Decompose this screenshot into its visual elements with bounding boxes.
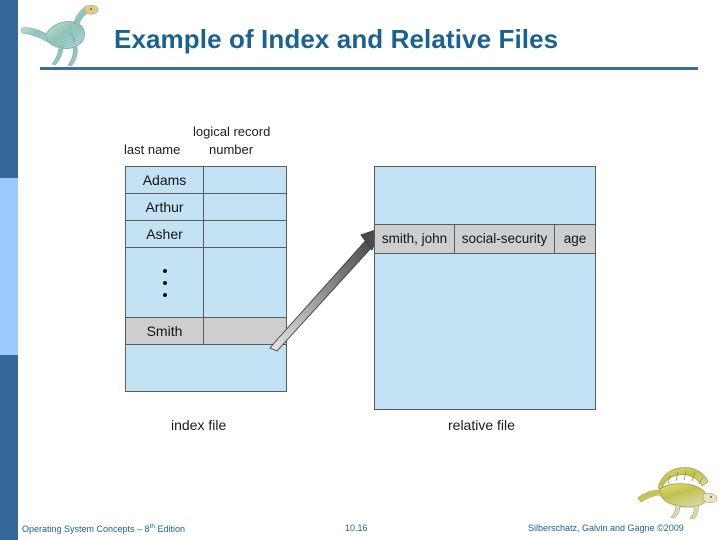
footer-page-number: 10.16 <box>345 523 368 533</box>
table-row: Asher <box>126 221 286 248</box>
record-field-social-security: social-security <box>455 225 555 253</box>
relative-file-empty-space-bottom <box>375 254 595 409</box>
index-last-name-cell-smith: Smith <box>126 318 204 344</box>
index-column-header-logical-record-line2: number <box>209 142 254 157</box>
index-column-header-last-name: last name <box>124 142 181 157</box>
caption-index-file: index file <box>171 417 227 433</box>
relative-file-record-row: smith, john social-security age <box>375 225 595 254</box>
footer-copyright: Silberschatz, Galvin and Gagne ©2009 <box>528 523 684 533</box>
index-file-table: Adams Arthur Asher Smith <box>125 166 287 392</box>
index-to-record-pointer-arrow <box>269 227 382 352</box>
relative-file-empty-space-top <box>375 167 595 225</box>
table-row-empty <box>126 345 286 391</box>
table-row-ellipsis <box>126 248 286 318</box>
band-segment-top <box>0 0 18 178</box>
slide-footer: Operating System Concepts – 8th Edition … <box>0 518 720 540</box>
table-row: Adams <box>126 167 286 194</box>
footer-book-title: Operating System Concepts – 8th Edition <box>22 523 185 534</box>
index-last-name-cell: Asher <box>126 221 204 247</box>
page-title: Example of Index and Relative Files <box>114 24 559 54</box>
title-underline-rule <box>40 67 698 70</box>
index-last-name-cell: Arthur <box>126 194 204 220</box>
footer-edition-superscript: th <box>149 523 155 530</box>
index-record-number-cell <box>204 167 286 193</box>
index-relative-file-diagram: last name logical record number Adams Ar… <box>108 112 616 442</box>
index-column-header-logical-record-line1: logical record <box>193 124 271 139</box>
index-last-name-cell <box>126 345 204 391</box>
footer-book-title-suffix: Edition <box>155 524 186 534</box>
record-field-age: age <box>563 231 587 246</box>
left-decorative-band <box>0 0 18 540</box>
table-row-highlighted: Smith <box>126 318 286 345</box>
relative-file-table: smith, john social-security age <box>374 166 596 410</box>
vertical-ellipsis-icon <box>126 248 204 317</box>
record-field-name: smith, john <box>375 225 455 253</box>
gallimimus-dinosaur-logo <box>18 2 102 68</box>
slide-header: Example of Index and Relative Files <box>26 24 698 80</box>
band-segment-bottom <box>0 355 18 540</box>
table-row: Arthur <box>126 194 286 221</box>
spinosaurus-dinosaur-logo <box>636 462 718 520</box>
band-segment-middle <box>0 178 18 355</box>
caption-relative-file: relative file <box>448 417 515 433</box>
index-record-number-cell <box>204 194 286 220</box>
footer-book-title-prefix: Operating System Concepts – 8 <box>22 524 150 534</box>
index-last-name-cell: Adams <box>126 167 204 193</box>
